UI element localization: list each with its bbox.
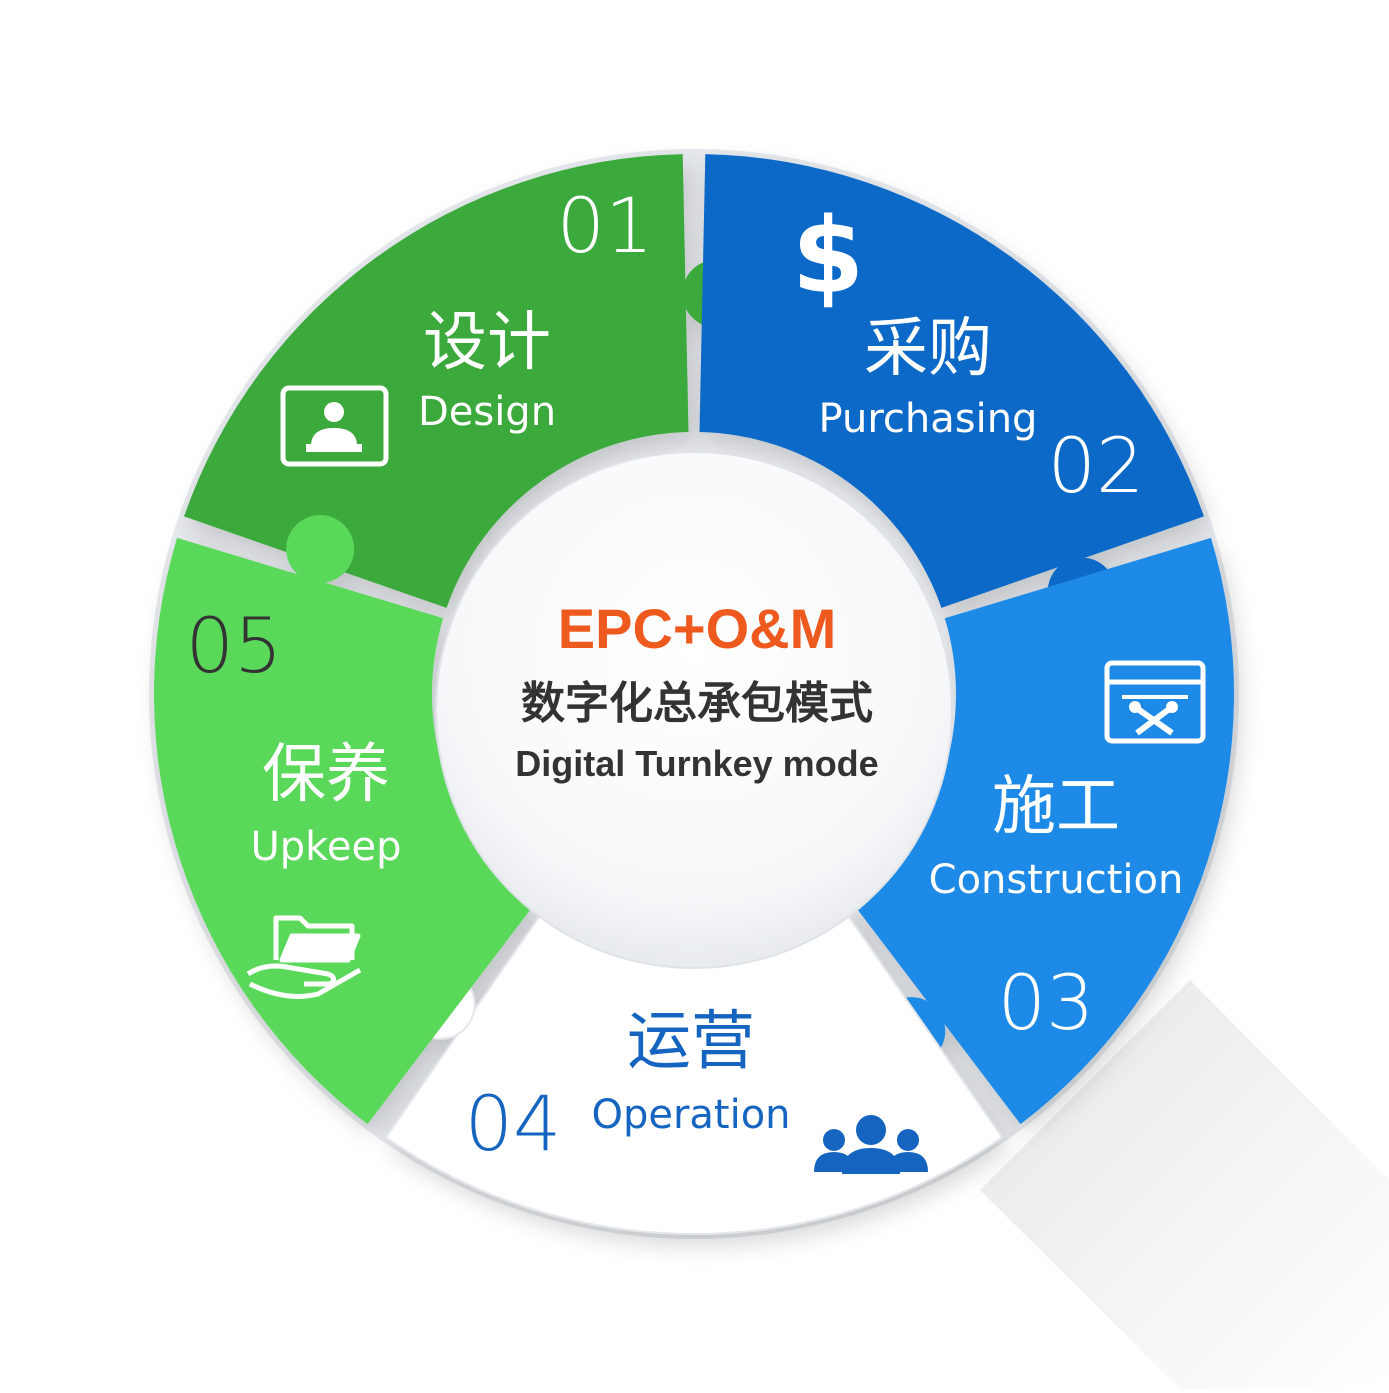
folder-in-hand-icon — [246, 915, 362, 999]
design-label-en: Design — [418, 389, 556, 435]
center-subtitle-en: Digital Turnkey mode — [515, 743, 878, 784]
purchasing-number: 02 — [1048, 421, 1145, 510]
dollar-icon: $ — [792, 195, 864, 317]
operation-label-en: Operation — [591, 1092, 790, 1138]
upkeep-label-en: Upkeep — [250, 824, 401, 870]
center-disc — [436, 452, 952, 968]
ring-sector-purchasing — [699, 154, 1204, 608]
ring-sector-design — [184, 154, 689, 608]
long-shadow — [980, 980, 1389, 1389]
ring-sector-upkeep — [154, 537, 536, 1125]
designer-at-screen-icon — [280, 385, 389, 467]
segment-operation: 运营 Operation 04 — [465, 1005, 928, 1174]
upkeep-number: 05 — [186, 601, 283, 690]
purchasing-label-zh: 采购 — [864, 312, 992, 386]
construction-label-zh: 施工 — [992, 770, 1120, 844]
operation-label-zh: 运营 — [627, 1005, 755, 1079]
center-title: EPC+O&M — [558, 597, 837, 660]
center-subtitle-zh: 数字化总承包模式 — [521, 678, 873, 729]
segment-design: 01 设计 Design — [280, 181, 654, 467]
tools-window-icon — [1104, 660, 1206, 744]
center-disc-rim — [435, 451, 953, 969]
design-number: 01 — [557, 181, 654, 270]
operation-number: 04 — [465, 1079, 562, 1168]
construction-label-en: Construction — [929, 857, 1184, 903]
segment-upkeep: 05 保养 Upkeep — [186, 601, 402, 999]
design-label-zh: 设计 — [423, 306, 551, 380]
construction-number: 03 — [998, 958, 1095, 1047]
people-group-icon — [814, 1115, 928, 1174]
segment-purchasing: $ 采购 Purchasing 02 — [792, 195, 1145, 510]
segment-construction: 施工 Construction 03 — [929, 660, 1206, 1047]
puzzle-knob-upkeep — [286, 514, 355, 583]
upkeep-label-zh: 保养 — [262, 738, 390, 812]
purchasing-label-en: Purchasing — [819, 396, 1038, 442]
